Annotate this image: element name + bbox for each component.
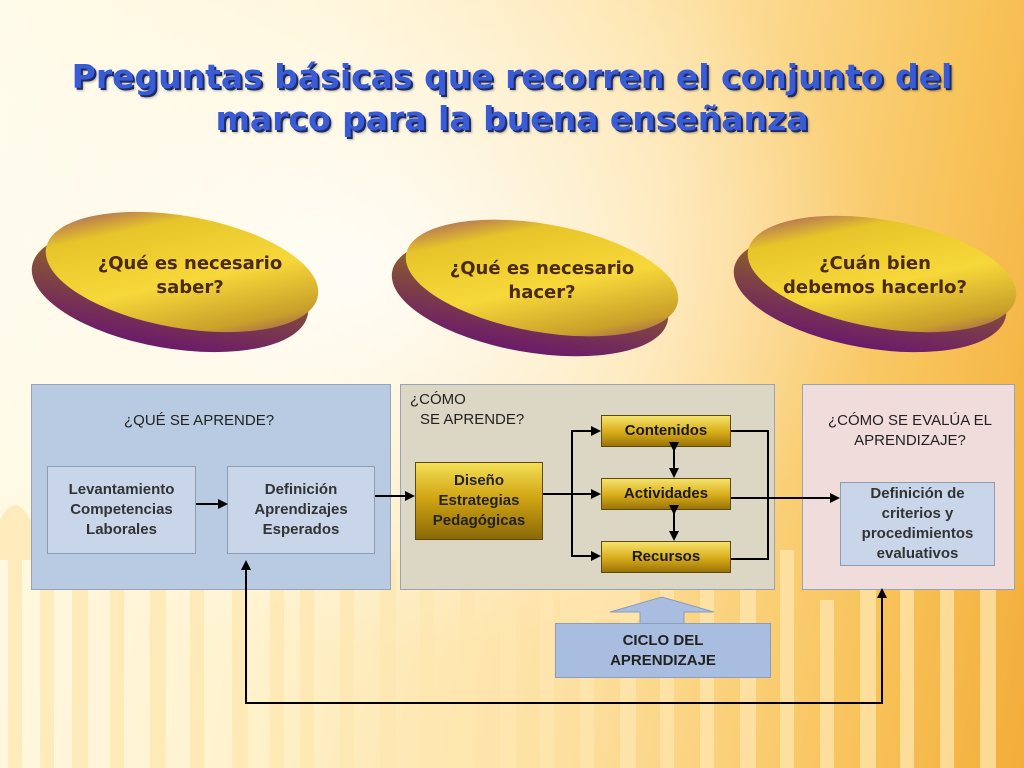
box-levantamiento-line-1: Levantamiento — [68, 481, 175, 498]
box-criterios-line-3: procedimientos — [861, 525, 974, 542]
ciclo-line-1: CICLO DEL — [622, 631, 704, 649]
box-definicion-line-3: Esperados — [262, 521, 340, 538]
box-diseno-line-3: Pedagógicas — [432, 512, 526, 529]
box-diseno-estrategias: Diseño Estrategias Pedagógicas — [415, 462, 543, 540]
box-levantamiento-line-3: Laborales — [86, 521, 157, 538]
box-recursos: Recursos — [601, 541, 731, 573]
box-criterios-line-4: evaluativos — [876, 545, 959, 562]
box-definicion-line-1: Definición — [264, 481, 338, 498]
disc-saber-line-2: saber? — [156, 277, 224, 298]
disc-saber-text: ¿Qué es necesario saber? — [80, 252, 300, 300]
panel2-heading-line-1: ¿CÓMO — [410, 391, 466, 408]
box-diseno-line-1: Diseño — [453, 472, 504, 489]
disc-saber-line-1: ¿Qué es necesario — [97, 253, 283, 274]
title-line-1: Preguntas básicas que recorren el conjun… — [71, 57, 953, 96]
disc-hacer-line-1: ¿Qué es necesario — [449, 258, 635, 279]
disc-hacer-text: ¿Qué es necesario hacer? — [432, 257, 652, 305]
disc-evaluar-line-1: ¿Cuán bien — [819, 253, 931, 274]
panel1-heading: ¿QUÉ SE APRENDE? — [124, 412, 275, 429]
box-levantamiento-line-2: Competencias — [70, 501, 173, 518]
arrow-feedback-loop — [241, 560, 883, 704]
disc-evaluar-line-2: debemos hacerlo? — [783, 277, 967, 298]
disc-evaluar — [733, 215, 1017, 353]
disc-hacer — [391, 219, 679, 357]
arrow-diseno-recursos — [571, 494, 601, 561]
box-ciclo-aprendizaje: CICLO DEL APRENDIZAJE — [555, 623, 771, 678]
panel3-heading: ¿CÓMO SE EVALÚA EL APRENDIZAJE? — [810, 411, 1010, 451]
bracket-right — [731, 430, 769, 560]
box-actividades: Actividades — [601, 478, 731, 510]
box-definicion-criterios: Definición de criterios y procedimientos… — [840, 482, 995, 566]
disc-evaluar-text: ¿Cuán bien debemos hacerlo? — [765, 252, 985, 300]
panel2-heading-line-2: SE APRENDE? — [420, 411, 525, 428]
panel2-heading: ¿CÓMO SE APRENDE? — [410, 390, 524, 430]
panel3-heading-line-2: APRENDIZAJE? — [854, 432, 966, 449]
ciclo-line-2: APRENDIZAJE — [610, 651, 716, 669]
box-diseno-line-2: Estrategias — [438, 492, 520, 509]
box-contenidos: Contenidos — [601, 415, 731, 447]
title-line-2: marco para la buena enseñanza — [215, 99, 809, 138]
disc-hacer-line-2: hacer? — [508, 282, 576, 303]
box-definicion-line-2: Aprendizajes — [254, 501, 348, 518]
arrow-diseno-contenidos — [571, 426, 601, 494]
slide-title: Preguntas básicas que recorren el conjun… — [40, 56, 984, 140]
box-levantamiento: Levantamiento Competencias Laborales — [47, 466, 196, 554]
box-definicion-aprendizajes: Definición Aprendizajes Esperados — [227, 466, 375, 554]
box-criterios-line-2: criterios y — [881, 505, 954, 522]
box-criterios-line-1: Definición de — [870, 485, 965, 502]
panel3-heading-line-1: ¿CÓMO SE EVALÚA EL — [828, 412, 992, 429]
disc-saber — [31, 211, 319, 353]
